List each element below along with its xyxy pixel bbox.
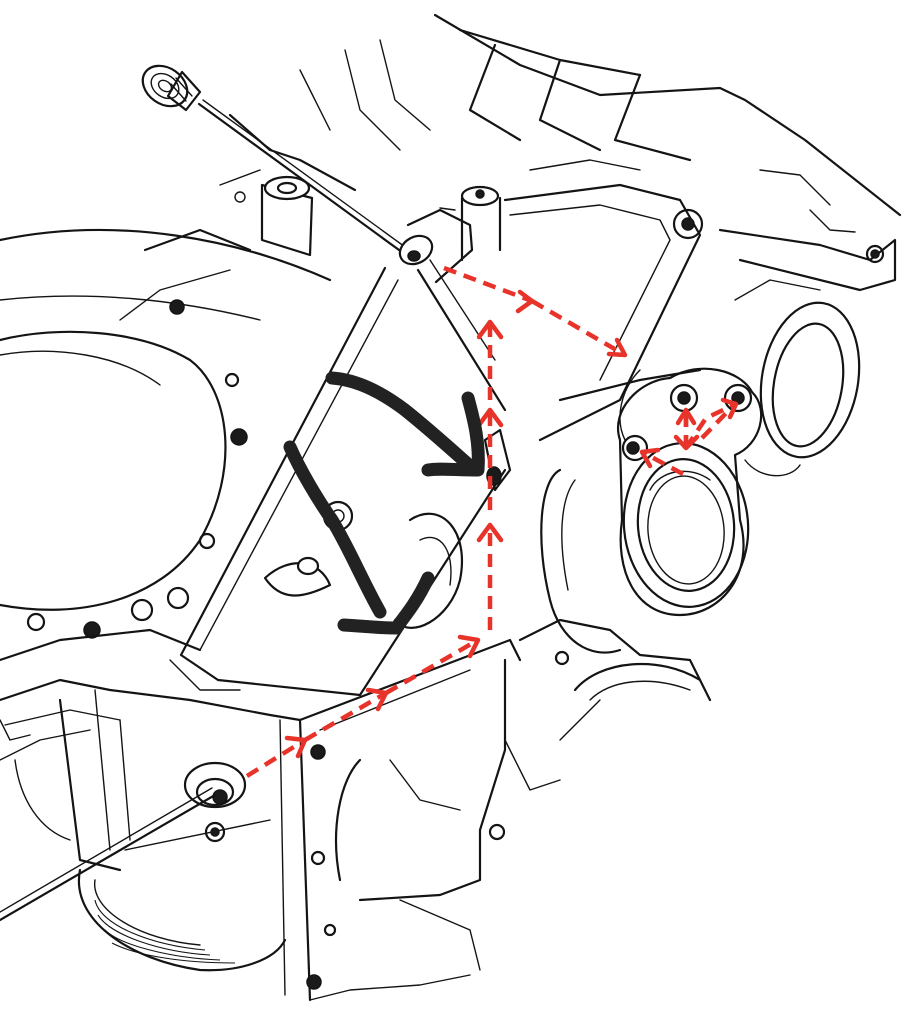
bearing-saddle [488, 618, 712, 841]
flow-arrow-head [639, 447, 661, 469]
bore-area [540, 279, 861, 654]
flow-arrows [245, 265, 739, 778]
marker-arrow-upper-head [421, 391, 485, 477]
flow-arrow-head [457, 634, 481, 659]
flow-arrow [384, 638, 480, 695]
lower-front-block [0, 638, 522, 1002]
pump-flange [617, 367, 763, 617]
flow-arrow-head [606, 337, 628, 358]
flow-arrow-head [476, 522, 504, 543]
flow-arrow-head [476, 407, 504, 428]
upper-deck [119, 13, 902, 321]
flow-arrow [700, 405, 734, 440]
front-face-left [0, 228, 332, 662]
flow-arrow-head [675, 407, 697, 426]
flow-arrow-head [476, 319, 504, 340]
marker-arrow-upper [325, 371, 477, 473]
marker-arrow-lower [283, 440, 387, 619]
crank-seal-housing [0, 719, 287, 972]
flow-arrow [530, 299, 627, 357]
marker-arrows [283, 371, 485, 635]
sender-unit [141, 64, 413, 260]
engine-block-line-art [0, 13, 902, 1002]
right-rib [503, 159, 897, 442]
flow-arrow [684, 401, 737, 450]
marker-arrow-lower-head [337, 571, 435, 635]
upper-boss [219, 169, 314, 257]
flow-arrow [443, 265, 533, 304]
flow-arrow [245, 738, 307, 778]
flow-arrow [642, 451, 685, 476]
flow-arrow-head [515, 289, 535, 314]
flow-arrow-head [720, 397, 739, 420]
flow-arrow [303, 691, 388, 742]
flow-arrow-head [673, 434, 700, 451]
